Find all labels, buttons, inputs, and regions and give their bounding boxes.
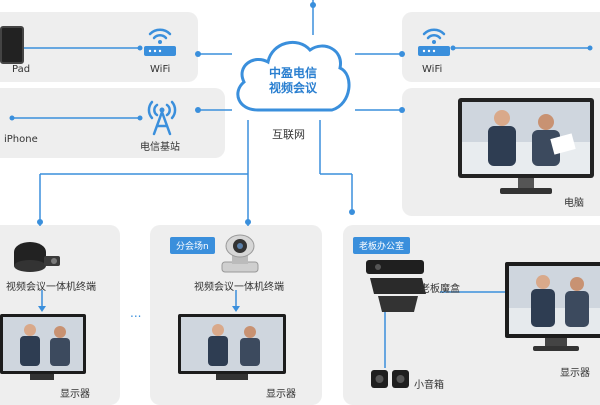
pad-icon: [0, 26, 24, 64]
cloud-icon: [236, 40, 351, 112]
conference-terminal-icon: [14, 242, 60, 272]
boss-display-label: 显示器: [560, 368, 590, 379]
branch-a-monitor-icon: [0, 314, 86, 380]
speaker-label: 小音箱: [414, 380, 444, 391]
cloud-line-1: 中盈电信: [268, 66, 317, 80]
boss-monitor-icon: [505, 262, 600, 351]
ptz-camera-icon: [221, 234, 259, 273]
boss-box-label: 老板魔盒: [420, 284, 460, 295]
branch-n-display-label: 显示器: [266, 389, 296, 400]
station-label: 电信基站: [140, 142, 180, 153]
iphone-label: iPhone: [4, 134, 38, 145]
base-station-icon: [147, 100, 177, 136]
panel-iphone: [0, 88, 225, 158]
branch-n-monitor-icon: [178, 314, 286, 380]
internet-label: 互联网: [272, 128, 305, 141]
branch-a-display-label: 显示器: [60, 389, 90, 400]
ellipsis: ...: [130, 306, 142, 320]
boss-box-icon: [366, 260, 426, 312]
wifi-router-icon-right: [418, 28, 450, 56]
wifi-label-right: WiFi: [422, 64, 443, 75]
pc-label: 电脑: [564, 198, 584, 209]
branch-n-tag: 分会场n: [170, 237, 215, 254]
pad-label: Pad: [12, 64, 31, 75]
wifi-label-left: WiFi: [150, 64, 171, 75]
branch-n-terminal-label: 视频会议一体机终端: [194, 282, 284, 293]
wifi-router-icon: [144, 28, 176, 56]
boss-tag: 老板办公室: [353, 237, 411, 254]
cloud-title: 中盈电信 视频会议: [258, 66, 328, 96]
cloud-line-2: 视频会议: [268, 81, 317, 95]
pc-monitor-icon: [458, 98, 594, 194]
branch-a-terminal-label: 视频会议一体机终端: [6, 282, 96, 293]
speaker-icon: [371, 370, 409, 388]
